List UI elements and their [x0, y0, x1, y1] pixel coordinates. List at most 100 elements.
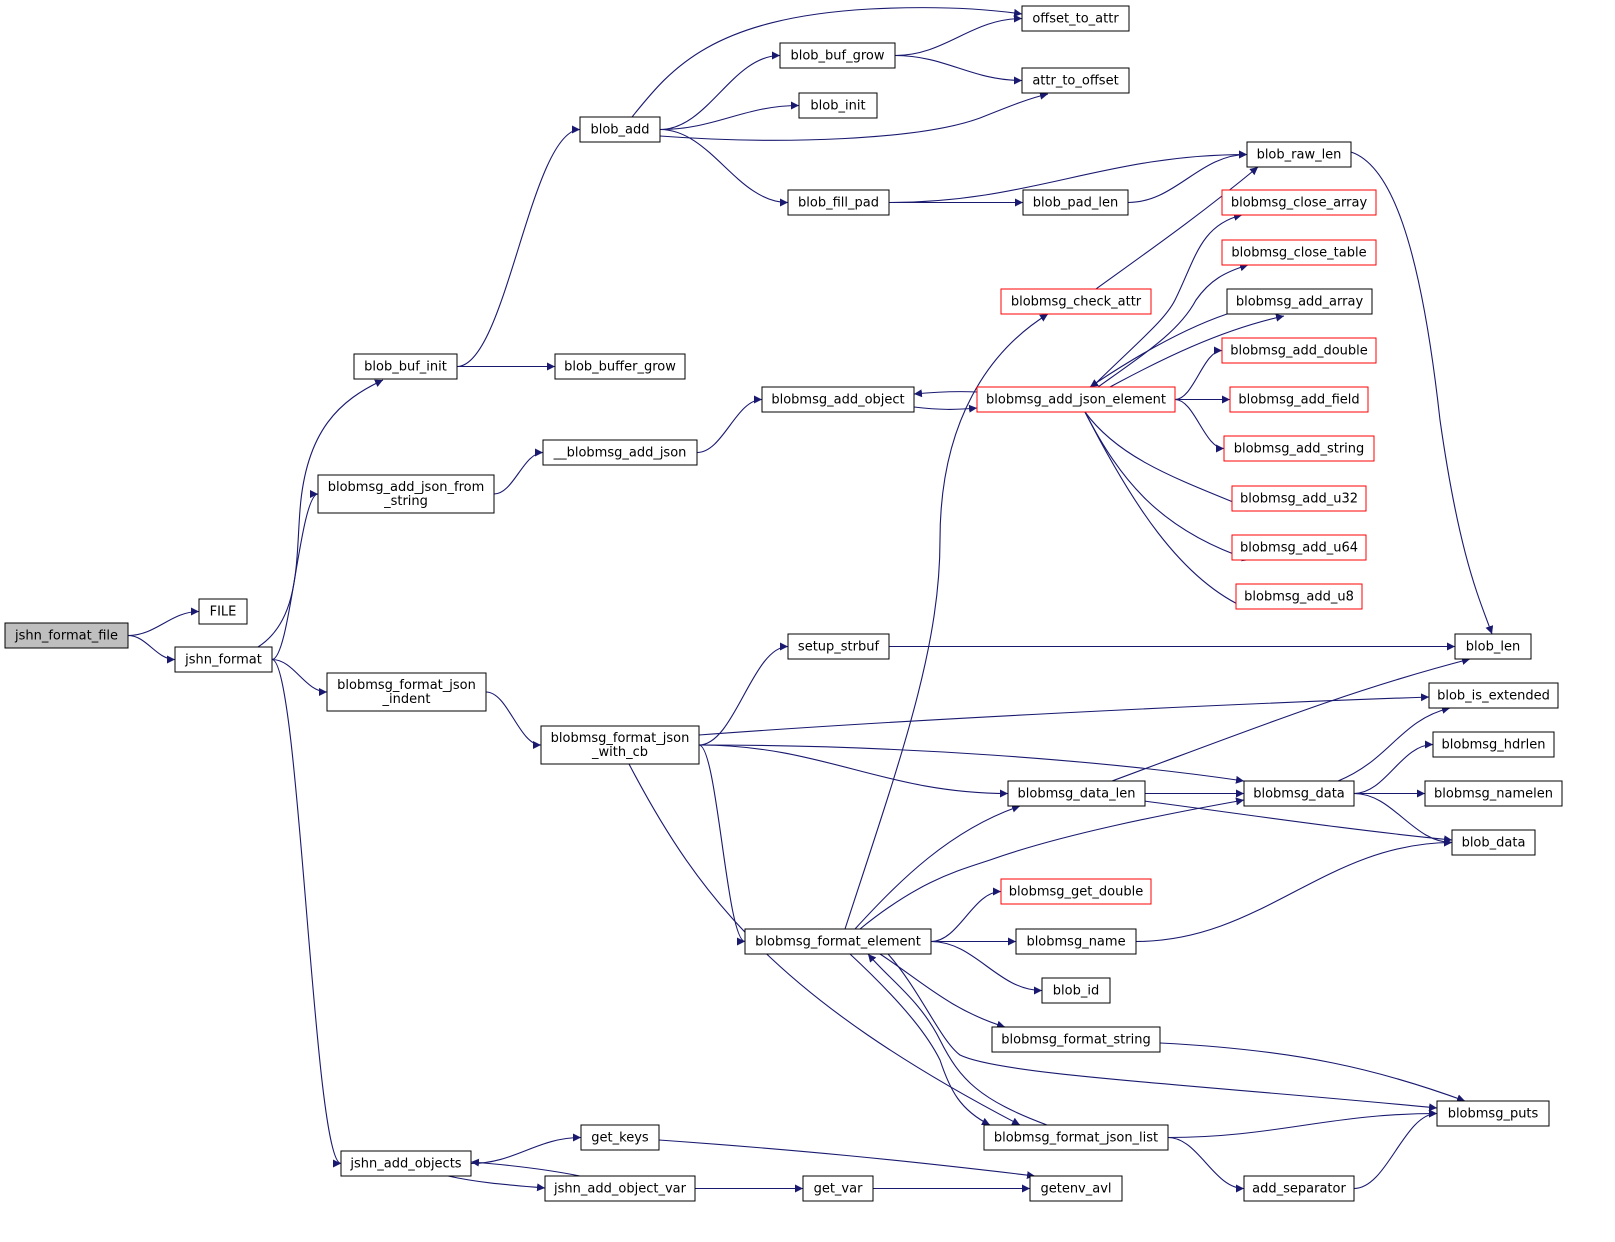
node-blobmsg_format_json_list[interactable]: blobmsg_format_json_list: [983, 1124, 1169, 1151]
node-label: blobmsg_add_double: [1230, 344, 1368, 359]
node-blobmsg_add_u32[interactable]: blobmsg_add_u32: [1231, 485, 1367, 512]
node-box: [340, 1150, 472, 1177]
node-label: blobmsg_add_u64: [1240, 541, 1358, 556]
node-__blobmsg_add_json[interactable]: __blobmsg_add_json: [542, 439, 698, 466]
node-FILE[interactable]: FILE: [198, 598, 248, 625]
node-box: [991, 1026, 1161, 1053]
node-blob_data[interactable]: blob_data: [1451, 829, 1536, 856]
node-label: blobmsg_format_string: [1001, 1033, 1150, 1048]
node-blobmsg_add_string[interactable]: blobmsg_add_string: [1223, 435, 1375, 462]
node-blobmsg_format_json_with_cb[interactable]: blobmsg_format_json_with_cb: [540, 725, 700, 765]
node-box: [1226, 288, 1373, 315]
node-blobmsg_close_array[interactable]: blobmsg_close_array: [1221, 189, 1377, 216]
node-blob_raw_len[interactable]: blob_raw_len: [1246, 141, 1352, 168]
node-blobmsg_add_object[interactable]: blobmsg_add_object: [761, 386, 915, 413]
node-blob_buf_init[interactable]: blob_buf_init: [353, 353, 458, 380]
node-jshn_add_object_var[interactable]: jshn_add_object_var: [544, 1175, 696, 1202]
node-blob_buf_grow[interactable]: blob_buf_grow: [779, 42, 896, 69]
node-blobmsg_add_double[interactable]: blobmsg_add_double: [1221, 337, 1377, 364]
node-jshn_format_file[interactable]: jshn_format_file: [4, 622, 129, 649]
node-label: blob_pad_len: [1033, 196, 1118, 211]
node-blob_fill_pad[interactable]: blob_fill_pad: [787, 189, 890, 216]
node-label: _indent: [382, 692, 431, 707]
node-label: blobmsg_hdrlen: [1442, 738, 1546, 753]
edge-blob_add-to-blob_init: [659, 101, 800, 131]
node-blob_buffer_grow[interactable]: blob_buffer_grow: [554, 353, 686, 380]
node-box: [787, 633, 890, 660]
node-label: blobmsg_puts: [1448, 1107, 1539, 1122]
node-get_keys[interactable]: get_keys: [580, 1124, 660, 1151]
node-attr_to_offset[interactable]: attr_to_offset: [1021, 67, 1130, 94]
node-box: [1432, 731, 1555, 758]
edge-jshn_add_objects-to-jshn_add_object_var: [447, 1175, 546, 1192]
node-get_var[interactable]: get_var: [802, 1175, 874, 1202]
node-box: [744, 928, 932, 955]
node-blobmsg_name[interactable]: blobmsg_name: [1015, 928, 1137, 955]
node-blobmsg_add_array[interactable]: blobmsg_add_array: [1226, 288, 1373, 315]
node-box: [540, 725, 700, 765]
node-jshn_add_objects[interactable]: jshn_add_objects: [340, 1150, 472, 1177]
edge-blobmsg_format_json_list-to-blobmsg_format_element: [867, 953, 1048, 1126]
node-setup_strbuf[interactable]: setup_strbuf: [787, 633, 890, 660]
node-blobmsg_close_table[interactable]: blobmsg_close_table: [1221, 239, 1377, 266]
node-label: blob_init: [810, 99, 865, 114]
node-blobmsg_puts[interactable]: blobmsg_puts: [1436, 1100, 1550, 1127]
node-label: blobmsg_data_len: [1018, 787, 1136, 802]
node-box: [326, 672, 487, 712]
edge-blobmsg_format_element-to-blobmsg_format_json_list: [849, 953, 991, 1126]
node-blob_pad_len[interactable]: blob_pad_len: [1022, 189, 1129, 216]
node-blob_is_extended[interactable]: blob_is_extended: [1428, 682, 1559, 709]
node-box: [779, 42, 896, 69]
node-label: setup_strbuf: [798, 640, 880, 655]
edge-blobmsg_format_element-to-blobmsg_data: [859, 797, 1245, 930]
node-label: blob_id: [1053, 984, 1099, 999]
node-blob_add[interactable]: blob_add: [579, 116, 661, 143]
node-jshn_format[interactable]: jshn_format: [174, 646, 273, 673]
node-box: [1221, 189, 1377, 216]
edge-blobmsg_format_json_with_cb-to-setup_strbuf: [698, 642, 789, 746]
edge-blob_raw_len-to-blob_len: [1350, 151, 1494, 635]
node-blobmsg_namelen[interactable]: blobmsg_namelen: [1424, 780, 1563, 807]
node-label: get_keys: [591, 1131, 649, 1146]
node-blobmsg_add_json_element[interactable]: blobmsg_add_json_element: [976, 386, 1176, 413]
node-blob_len[interactable]: blob_len: [1454, 633, 1532, 660]
node-box: [579, 116, 661, 143]
node-offset_to_attr[interactable]: offset_to_attr: [1021, 5, 1130, 32]
node-blobmsg_add_u8[interactable]: blobmsg_add_u8: [1235, 583, 1363, 610]
node-box: [1246, 141, 1352, 168]
node-blobmsg_add_field[interactable]: blobmsg_add_field: [1229, 386, 1369, 413]
node-label: add_separator: [1252, 1182, 1346, 1197]
node-box: [1229, 386, 1369, 413]
edge-jshn_format_file-to-FILE: [127, 607, 200, 637]
edge-blobmsg_add_json_element-to-blobmsg_add_u8: [1084, 411, 1249, 610]
node-blobmsg_add_u64[interactable]: blobmsg_add_u64: [1231, 534, 1367, 561]
node-box: [1000, 288, 1152, 315]
node-getenv_avl[interactable]: getenv_avl: [1029, 1175, 1123, 1202]
node-blobmsg_data_len[interactable]: blobmsg_data_len: [1007, 780, 1146, 807]
node-blobmsg_add_json_from_string[interactable]: blobmsg_add_json_from_string: [317, 474, 495, 514]
node-blobmsg_hdrlen[interactable]: blobmsg_hdrlen: [1432, 731, 1555, 758]
edge-blobmsg_format_json_indent-to-blobmsg_format_json_with_cb: [485, 691, 542, 749]
edge-blob_buf_init-to-blob_add: [456, 125, 581, 368]
node-label: blobmsg_name: [1026, 935, 1125, 950]
node-blob_id[interactable]: blob_id: [1041, 977, 1111, 1004]
node-box: [1436, 1100, 1550, 1127]
node-add_separator[interactable]: add_separator: [1243, 1175, 1355, 1202]
node-label: blobmsg_data: [1253, 787, 1345, 802]
node-blobmsg_data[interactable]: blobmsg_data: [1243, 780, 1355, 807]
node-box: [1021, 67, 1130, 94]
node-blobmsg_format_json_indent[interactable]: blobmsg_format_json_indent: [326, 672, 487, 712]
node-label: blob_buffer_grow: [564, 360, 676, 375]
node-blobmsg_check_attr[interactable]: blobmsg_check_attr: [1000, 288, 1152, 315]
node-blobmsg_format_element[interactable]: blobmsg_format_element: [744, 928, 932, 955]
node-blob_init[interactable]: blob_init: [798, 92, 878, 119]
edge-blobmsg_add_json_element-to-blobmsg_close_table: [1097, 263, 1249, 388]
node-blobmsg_get_double[interactable]: blobmsg_get_double: [1000, 878, 1152, 905]
node-label: blobmsg_add_u32: [1240, 492, 1358, 507]
node-label: blobmsg_add_field: [1238, 393, 1359, 408]
node-blobmsg_format_string[interactable]: blobmsg_format_string: [991, 1026, 1161, 1053]
node-label: blob_is_extended: [1437, 689, 1550, 704]
node-box: [1000, 878, 1152, 905]
edge-jshn_format-to-blob_buf_init: [257, 379, 384, 648]
node-label: jshn_format: [184, 653, 262, 668]
